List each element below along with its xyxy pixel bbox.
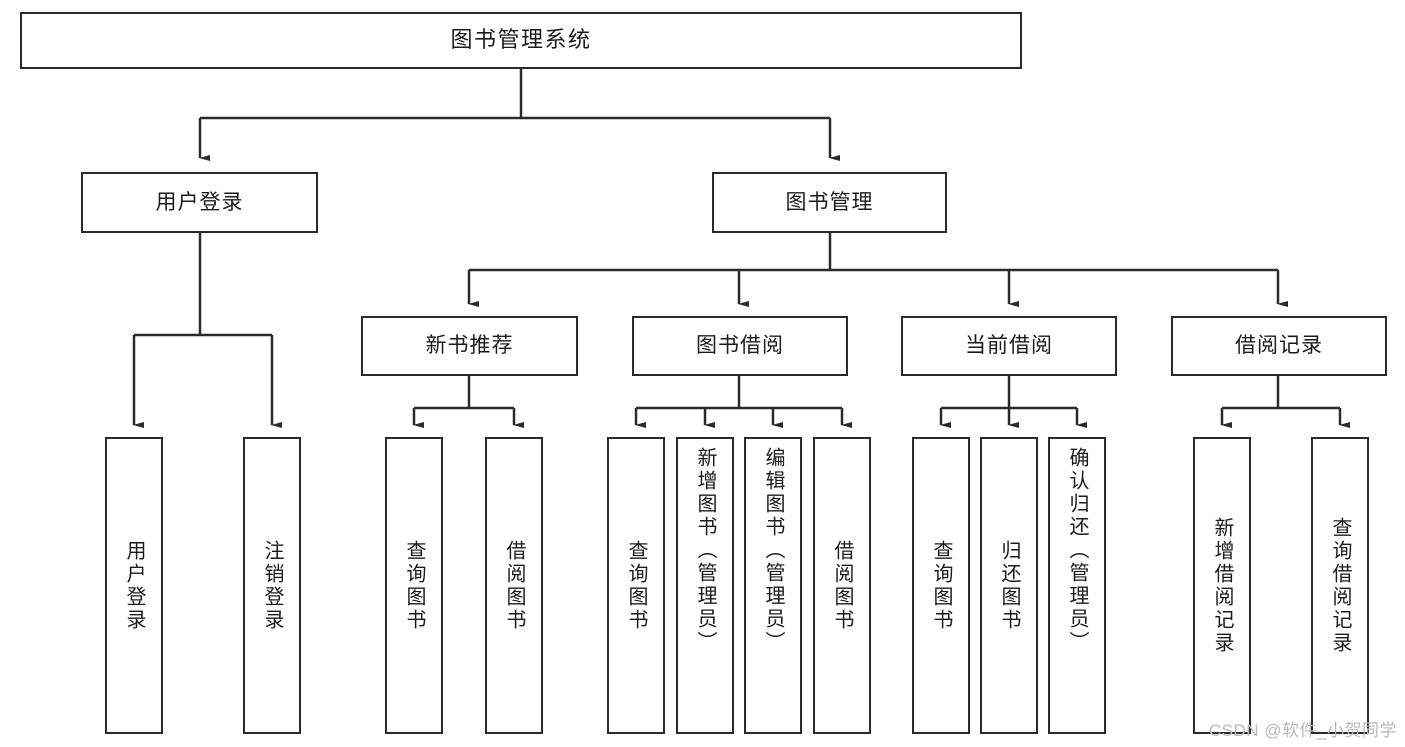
node-book-manage[interactable]: 图书管理 — [712, 172, 947, 233]
node-leaf-query-record[interactable]: 查询借阅记录 — [1311, 437, 1369, 734]
node-user-login[interactable]: 用户登录 — [81, 172, 318, 233]
node-leaf-add-record[interactable]: 新增借阅记录 — [1193, 437, 1251, 734]
node-leaf-add-book[interactable]: 新增图书（管理员） — [676, 437, 734, 734]
node-leaf-logout[interactable]: 注销登录 — [243, 437, 301, 734]
node-book-borrow[interactable]: 图书借阅 — [632, 316, 848, 376]
node-leaf-query-record-label: 查询借阅记录 — [1329, 516, 1351, 655]
node-leaf-query-book-1[interactable]: 查询图书 — [385, 437, 443, 734]
node-leaf-borrow-book-2[interactable]: 借阅图书 — [813, 437, 871, 734]
node-leaf-add-book-label: 新增图书（管理员） — [694, 447, 716, 654]
node-leaf-edit-book[interactable]: 编辑图书（管理员） — [744, 437, 802, 734]
node-leaf-return-book[interactable]: 归还图书 — [980, 437, 1038, 734]
node-leaf-borrow-book-1-label: 借阅图书 — [503, 539, 525, 632]
node-user-login-label: 用户登录 — [155, 190, 244, 214]
node-leaf-user-login[interactable]: 用户登录 — [105, 437, 163, 734]
node-leaf-confirm-return-label: 确认归还（管理员） — [1066, 447, 1088, 654]
node-borrow-record[interactable]: 借阅记录 — [1171, 316, 1387, 376]
node-leaf-query-book-1-label: 查询图书 — [403, 539, 425, 632]
node-leaf-query-book-3-label: 查询图书 — [930, 539, 952, 632]
node-borrow-record-label: 借阅记录 — [1235, 334, 1323, 358]
node-leaf-user-login-label: 用户登录 — [123, 539, 145, 632]
node-leaf-return-book-label: 归还图书 — [998, 539, 1020, 632]
node-leaf-borrow-book-2-label: 借阅图书 — [831, 539, 853, 632]
node-leaf-query-book-2-label: 查询图书 — [625, 539, 647, 632]
node-book-borrow-label: 图书借阅 — [696, 334, 784, 358]
node-leaf-query-book-2[interactable]: 查询图书 — [607, 437, 665, 734]
node-leaf-add-record-label: 新增借阅记录 — [1211, 516, 1233, 655]
watermark: CSDN @软件_小贺同学 — [1208, 721, 1397, 740]
node-new-book-recommend-label: 新书推荐 — [425, 334, 514, 358]
node-leaf-logout-label: 注销登录 — [261, 539, 283, 632]
node-leaf-query-book-3[interactable]: 查询图书 — [912, 437, 970, 734]
node-new-book-recommend[interactable]: 新书推荐 — [361, 316, 578, 376]
node-leaf-borrow-book-1[interactable]: 借阅图书 — [485, 437, 543, 734]
node-book-manage-label: 图书管理 — [785, 190, 874, 214]
node-current-borrow[interactable]: 当前借阅 — [901, 316, 1117, 376]
node-current-borrow-label: 当前借阅 — [965, 334, 1053, 358]
node-root-label: 图书管理系统 — [450, 27, 592, 53]
node-leaf-confirm-return[interactable]: 确认归还（管理员） — [1048, 437, 1106, 734]
node-root[interactable]: 图书管理系统 — [20, 12, 1022, 69]
node-leaf-edit-book-label: 编辑图书（管理员） — [762, 447, 784, 654]
